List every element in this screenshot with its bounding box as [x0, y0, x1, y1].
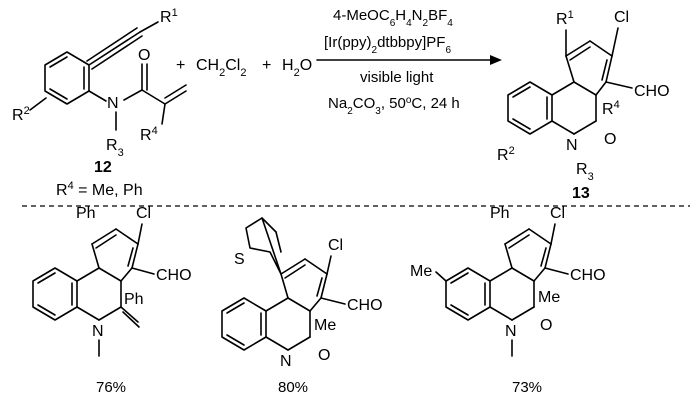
ex2-n-label: N: [280, 353, 292, 370]
ex3-ring-me-label: Me: [410, 263, 432, 280]
ch2cl2-reagent: CH2Cl2: [196, 57, 246, 79]
sm-r3-label: R3: [106, 137, 124, 159]
starting-material-12: R1 N R3 O R4 R2 12 R4 = Me, Ph: [12, 7, 187, 199]
product-r2-label: R2: [497, 145, 515, 164]
example-1: Ph Cl CHO Ph N 76%: [32, 205, 192, 396]
ex2-thiophene-ring: [245, 217, 282, 275]
ex2-o-label: O: [318, 347, 330, 364]
ex2-s-label: S: [234, 251, 245, 268]
compound-12-number: 12: [94, 159, 112, 176]
ex1-n-label: N: [92, 323, 104, 340]
product-13: R1 Cl CHO R4 N O R3 R2 13: [497, 9, 670, 202]
ex3-o-label: O: [540, 317, 552, 334]
arrow-head: [490, 55, 502, 65]
ex1-ph-label: Ph: [76, 205, 96, 222]
sm-r1-label: R1: [160, 7, 178, 26]
condition-line-2: [Ir(ppy)2dtbbpy]PF6: [324, 34, 451, 56]
sm-r4-label: R4: [140, 125, 158, 144]
ex2-benzene-ring: [221, 297, 267, 351]
product-cho-label: CHO: [634, 83, 670, 100]
ex3-quat-me-label: Me: [538, 289, 560, 306]
condition-line-1: 4-MeOC6H4N2BF4: [333, 7, 453, 29]
ex1-yield: 76%: [96, 379, 126, 396]
ex1-quat-ph-label: Ph: [124, 291, 144, 308]
ex2-cl-label: Cl: [328, 237, 343, 254]
ex3-yield: 73%: [512, 379, 542, 396]
product-o-label: O: [604, 131, 616, 148]
sm-o-label: O: [138, 47, 150, 64]
ex3-cho-label: CHO: [570, 267, 606, 284]
condition-line-4: Na2CO3, 50oC, 24 h: [328, 95, 460, 117]
condition-line-3: visible light: [360, 69, 434, 86]
sm-n-label: N: [107, 95, 119, 112]
ex2-me-label: Me: [314, 317, 336, 334]
product-r1-label: R1: [556, 9, 574, 28]
product-r3-label: R3: [576, 161, 594, 183]
r4-note: R4 = Me, Ph: [56, 180, 143, 199]
ex2-yield: 80%: [278, 379, 308, 396]
product-cl-label: Cl: [614, 9, 629, 26]
product-benzene-ring: [507, 81, 553, 135]
sm-benzene-ring: [44, 51, 90, 105]
example-3: Ph Cl CHO Me Me N O 73%: [410, 205, 606, 396]
ex2-cho-label: CHO: [347, 297, 383, 314]
reaction-arrow-group: 4-MeOC6H4N2BF4 [Ir(ppy)2dtbbpy]PF6 visib…: [316, 7, 502, 117]
product-n-label: N: [566, 137, 578, 154]
ex1-cl-label: Cl: [136, 205, 151, 222]
sm-r2-label: R2: [12, 105, 30, 124]
ex3-cl-label: Cl: [550, 205, 565, 222]
ex3-benzene-ring: [445, 267, 491, 321]
ex1-benzene-ring: [32, 267, 78, 321]
ex1-cho-label: CHO: [156, 267, 192, 284]
compound-13-number: 13: [572, 185, 590, 202]
plus-sign-1: +: [176, 57, 185, 74]
ex3-ph-label: Ph: [490, 205, 510, 222]
ex3-n-label: N: [505, 323, 517, 340]
plus-sign-2: +: [262, 57, 271, 74]
product-r4-label: R4: [602, 99, 620, 118]
example-2: S Cl CHO Me N O 80%: [221, 217, 383, 396]
h2o-reagent: H2O: [282, 57, 312, 79]
